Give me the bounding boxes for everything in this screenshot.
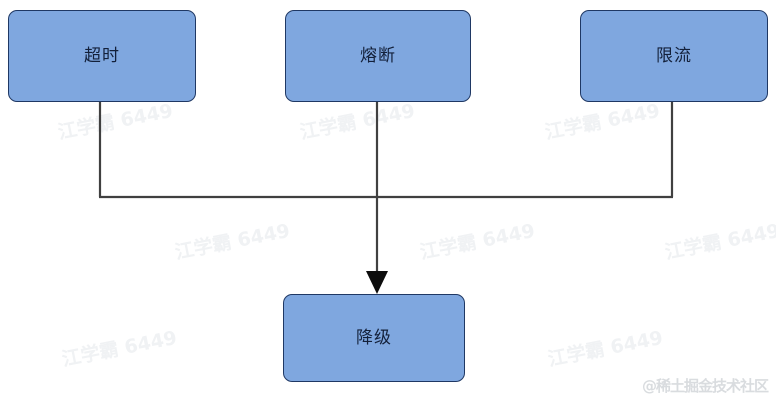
node-degrade[interactable]: 降级 [283, 294, 465, 382]
brand-watermark: @稀土掘金技术社区 [641, 377, 769, 395]
node-timeout-label: 超时 [84, 45, 120, 66]
arrowhead-icon [366, 271, 388, 294]
node-breaker[interactable]: 熔断 [285, 10, 471, 102]
node-degrade-label: 降级 [356, 327, 392, 348]
node-ratelimit[interactable]: 限流 [580, 10, 768, 102]
node-timeout[interactable]: 超时 [8, 10, 196, 102]
node-ratelimit-label: 限流 [656, 45, 692, 66]
node-breaker-label: 熔断 [360, 45, 396, 66]
